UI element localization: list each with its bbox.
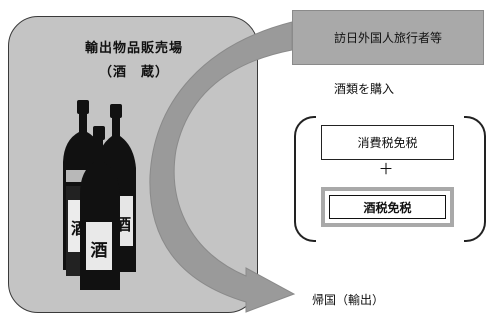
return-home-label: 帰国（輸出） (312, 293, 385, 307)
shop-title: 輸出物品販売場 (84, 41, 183, 56)
left-bracket (294, 116, 316, 242)
liquor-tax-exemption-box: 酒税免税 (321, 187, 454, 227)
plus-sign: ＋ (378, 160, 394, 178)
bottle-label-front: 酒 (91, 240, 108, 261)
shop-subtitle: （酒 蔵） (98, 65, 169, 80)
purchase-label: 酒類を購入 (334, 82, 395, 96)
liquor-tax-exemption-label: 酒税免税 (363, 200, 412, 215)
bottle-front: 酒 (80, 126, 120, 290)
visitor-box: 訪日外国人旅行者等 (292, 10, 484, 65)
liquor-tax-exemption-inner: 酒税免税 (329, 195, 446, 219)
visitor-label: 訪日外国人旅行者等 (333, 31, 442, 45)
consumption-tax-exemption-label: 消費税免税 (357, 136, 418, 150)
consumption-tax-exemption-box: 消費税免税 (321, 125, 454, 160)
right-bracket (464, 116, 486, 242)
